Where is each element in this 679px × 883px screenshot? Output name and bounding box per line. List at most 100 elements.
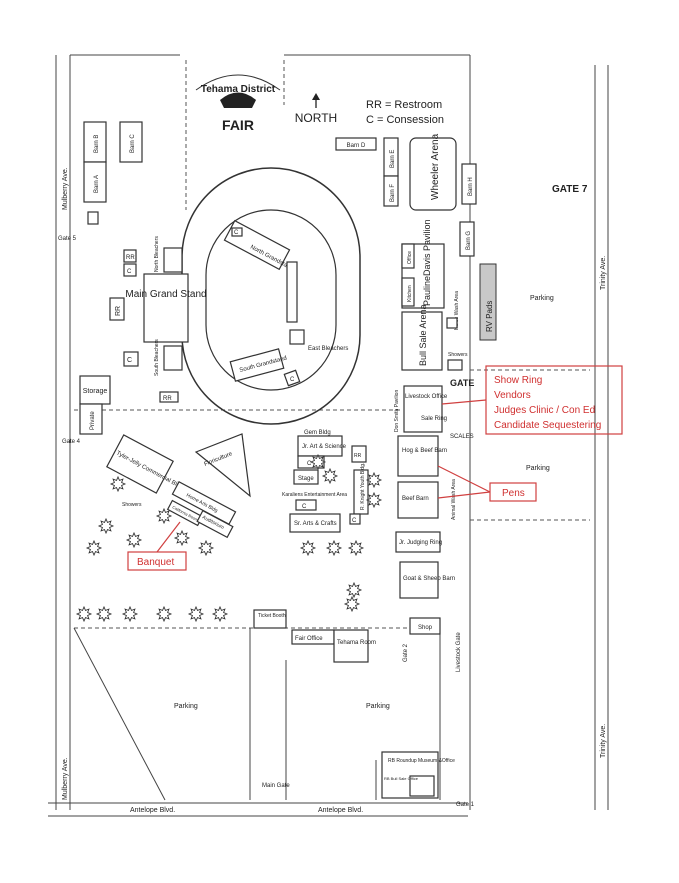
svg-text:Bull Sale Arena: Bull Sale Arena — [418, 304, 428, 366]
svg-text:Showers: Showers — [448, 352, 468, 358]
svg-text:Stage: Stage — [298, 476, 314, 482]
tree-icon — [95, 605, 113, 623]
svg-text:RB Bull Sale Office: RB Bull Sale Office — [384, 776, 419, 781]
logo-fair-text: FAIR — [222, 117, 254, 133]
wheeler-arena: Wheeler Arena — [409, 133, 457, 211]
svg-text:Shop: Shop — [418, 625, 433, 631]
tree-icon — [121, 605, 139, 623]
pauline-davis-pavilion: PaulineDavis Pavilion Office Kitchen — [401, 219, 445, 309]
gate-4-label: Gate 4 — [62, 439, 81, 445]
svg-text:Banquet: Banquet — [137, 557, 174, 568]
parking-label-right-mid: Parking — [526, 465, 550, 472]
street-antelope-left: Antelope Blvd. — [130, 807, 175, 814]
gate-2-label: Gate 2 — [403, 643, 409, 662]
svg-text:Private: Private — [90, 411, 96, 430]
svg-text:Ticket Booth: Ticket Booth — [258, 613, 286, 619]
parking-label-bottom-left: Parking — [174, 703, 198, 710]
tree-icon — [155, 507, 173, 525]
svg-text:RR: RR — [163, 396, 172, 402]
legend-restroom: RR = Restroom — [366, 99, 442, 111]
svg-text:Barn H: Barn H — [468, 177, 474, 196]
pens-annotation: Pens — [437, 465, 537, 502]
storage-private: Storage Private — [79, 375, 111, 435]
barn-c-left: Barn C — [130, 134, 136, 153]
tree-icon — [365, 491, 383, 509]
tree-icon — [347, 539, 365, 557]
svg-text:RB Roundup Museum &Office: RB Roundup Museum &Office — [388, 758, 455, 764]
left-barns: Barn B Barn A Barn C — [83, 121, 143, 225]
svg-text:Judges Clinic / Con Ed: Judges Clinic / Con Ed — [494, 405, 595, 416]
fair-logo: Tehama District FAIR — [195, 74, 281, 133]
floriculture: Floriculture — [194, 433, 251, 498]
svg-text:Goat & Sheep Barn: Goat & Sheep Barn — [403, 576, 455, 582]
svg-text:Hog & Beef Barn: Hog & Beef Barn — [402, 448, 447, 454]
north-indicator: NORTH — [295, 93, 337, 125]
gate-1-label: Gate 1 — [456, 802, 475, 808]
rv-pads: RV Pads — [479, 263, 497, 341]
logo-arc-text: Tehama District — [201, 84, 276, 95]
livestock-office: Livestock Office Sale Ring — [403, 385, 448, 433]
barn-b: Barn B — [94, 135, 100, 153]
tree-icon — [75, 605, 93, 623]
street-antelope-right: Antelope Blvd. — [318, 807, 363, 814]
tree-icon — [85, 539, 103, 557]
svg-text:Livestock Office: Livestock Office — [405, 394, 448, 400]
svg-text:RV Pads: RV Pads — [485, 301, 494, 332]
parking-label-bottom-center: Parking — [366, 703, 390, 710]
tree-icon — [345, 581, 363, 599]
svg-text:C: C — [234, 230, 239, 236]
svg-text:Beef Barn: Beef Barn — [402, 496, 429, 502]
street-mulberry-top: Mulberry Ave. — [62, 167, 69, 210]
street-trinity-top: Trinity Ave. — [600, 256, 607, 290]
svg-text:Karaliens Entertainment Area: Karaliens Entertainment Area — [282, 492, 347, 498]
east-bleachers: East Bleachers — [308, 346, 348, 352]
svg-text:C: C — [352, 518, 357, 524]
bull-sale-arena: Bull Sale Arena — [401, 304, 443, 371]
svg-text:Wheeler Arena: Wheeler Arena — [430, 133, 441, 200]
gate-7-label: GATE 7 — [552, 184, 588, 195]
svg-text:Gem Bldg: Gem Bldg — [304, 430, 331, 436]
svg-text:Kitchen: Kitchen — [407, 285, 413, 302]
tree-icon — [343, 595, 361, 613]
svg-text:C: C — [302, 504, 307, 510]
tree-icon — [325, 539, 343, 557]
barn-a: Barn A — [94, 175, 100, 193]
parking-label-right-top: Parking — [530, 295, 554, 302]
svg-text:Barn D: Barn D — [347, 143, 366, 149]
tree-icon — [125, 531, 143, 549]
svg-text:Sale Ring: Sale Ring — [421, 416, 447, 422]
tree-icon — [109, 475, 127, 493]
gate-5-label: Gate 5 — [58, 236, 77, 242]
tree-icon — [155, 605, 173, 623]
svg-text:C: C — [127, 269, 132, 275]
svg-text:Horse Wash Area: Horse Wash Area — [454, 291, 460, 330]
svg-text:Tehama Room: Tehama Room — [337, 640, 376, 646]
north-grandstand: North Grandstand C — [223, 219, 294, 272]
tree-icon — [97, 517, 115, 535]
trees — [75, 453, 383, 623]
svg-text:Barn F: Barn F — [390, 184, 396, 202]
svg-text:RR: RR — [115, 306, 122, 316]
svg-text:RR: RR — [126, 255, 135, 261]
banquet-annotation: Banquet — [127, 521, 187, 571]
tree-icon — [299, 539, 317, 557]
property-boundary — [48, 54, 609, 817]
svg-text:Jr. Art & Science: Jr. Art & Science — [302, 444, 347, 450]
main-gate-label: Main Gate — [262, 783, 290, 789]
tree-icon — [365, 471, 383, 489]
svg-text:North Bleachers: North Bleachers — [154, 236, 160, 272]
svg-text:Fair Office: Fair Office — [295, 636, 323, 642]
svg-text:Pens: Pens — [502, 488, 525, 499]
svg-text:C: C — [127, 357, 132, 364]
gate-label: GATE — [450, 378, 474, 388]
show-ring-annotation: Show Ring Vendors Judges Clinic / Con Ed… — [441, 365, 623, 435]
tree-icon — [197, 539, 215, 557]
svg-text:Barn E: Barn E — [390, 150, 396, 168]
street-mulberry-bottom: Mulberry Ave. — [62, 757, 69, 800]
svg-text:PaulineDavis Pavilion: PaulineDavis Pavilion — [422, 219, 432, 306]
tree-icon — [211, 605, 229, 623]
svg-text:C: C — [307, 461, 312, 467]
svg-text:Show Ring: Show Ring — [494, 375, 542, 386]
